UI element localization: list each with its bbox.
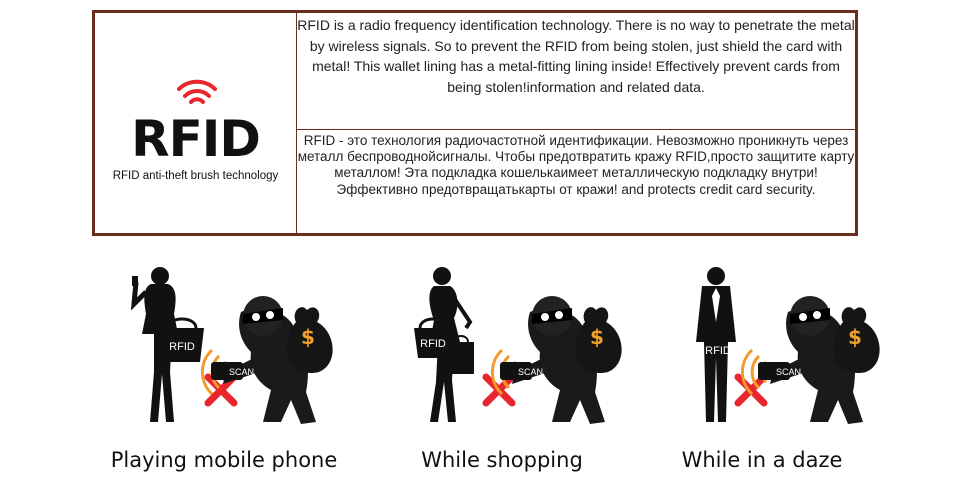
rfid-handbag-icon: RFID [160, 317, 204, 362]
shopping-bag-icon [450, 335, 474, 374]
scan-label: SCAN [229, 367, 254, 377]
rfid-info-box: RFID RFID anti-theft brush technology RF… [92, 10, 858, 236]
rfid-logo-cell: RFID RFID anti-theft brush technology [95, 13, 297, 233]
scene-illustration: RFID SCAN $ [696, 267, 880, 424]
scene-illustration: RFID SCAN $ [414, 267, 622, 424]
caption-shopping: While shopping [421, 448, 583, 472]
bag-label: RFID [705, 345, 731, 357]
scan-label: SCAN [518, 367, 543, 377]
caption-in-a-daze: While in a daze [681, 448, 843, 472]
dollar-icon: $ [301, 325, 315, 349]
bag-label: RFID [169, 341, 195, 353]
scene-in-a-daze: RFID SCAN $ [660, 262, 960, 432]
thief-silhouette-icon [211, 296, 333, 424]
caption-playing-phone: Playing mobile phone [110, 448, 338, 472]
scene-playing-phone: RFID SCAN $ [96, 262, 396, 432]
dollar-icon: $ [590, 325, 604, 349]
rfid-pocket-label: RFID [705, 345, 731, 357]
rfid-logo-word: RFID [131, 110, 261, 168]
wifi-signal-icon [177, 79, 217, 104]
thief-silhouette-icon [758, 296, 880, 424]
cross-icon [738, 377, 764, 403]
rfid-description-russian: RFID - это технология радиочастотной иде… [297, 133, 855, 197]
scene-shopping: RFID SCAN $ [390, 262, 690, 432]
rfid-description-english: RFID is a radio frequency identification… [297, 15, 855, 130]
man-silhouette-icon [696, 267, 736, 422]
scene-illustration: RFID SCAN $ [130, 267, 333, 424]
rfid-handbag-icon: RFID [414, 317, 452, 358]
rfid-logo-caption: RFID anti-theft brush technology [112, 170, 279, 182]
dollar-icon: $ [848, 325, 862, 349]
thief-silhouette-icon [500, 296, 622, 424]
woman-silhouette-icon [130, 267, 178, 422]
bag-label: RFID [420, 338, 446, 350]
scan-label: SCAN [776, 367, 801, 377]
